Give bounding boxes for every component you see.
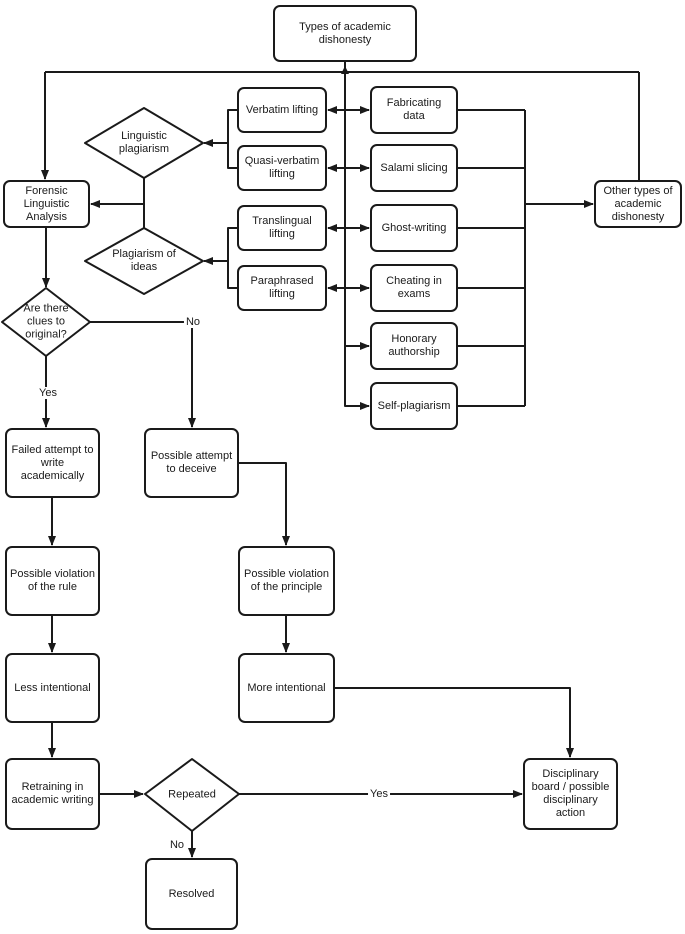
node-paraphrased-lifting: Paraphrased lifting (237, 265, 327, 311)
junction-up-arrow (341, 66, 349, 74)
node-retraining-in-academic-writing: Retraining in academic writing (5, 758, 100, 830)
node-translingual-lifting: Translingual lifting (237, 205, 327, 251)
node-more-intentional: More intentional (238, 653, 335, 723)
node-verbatim-lifting: Verbatim lifting (237, 87, 327, 133)
node-repeated-label: Repeated (168, 788, 216, 801)
diamond-linguistic-plagiarism (84, 107, 204, 179)
node-ghost-writing: Ghost-writing (370, 204, 458, 252)
node-salami-slicing: Salami slicing (370, 144, 458, 192)
edge-label-no-repeated: No (167, 839, 187, 851)
edge-label-yes-repeated: Yes (368, 788, 390, 800)
node-less-intentional: Less intentional (5, 653, 100, 723)
node-failed-attempt-to-write-academically: Failed attempt to write academically (5, 428, 100, 498)
diamond-repeated (144, 758, 240, 832)
node-types-of-academic-dishonesty: Types of academic dishonesty (273, 5, 417, 62)
node-cheating-in-exams: Cheating in exams (370, 264, 458, 312)
diamond-clues-to-original (1, 287, 91, 357)
node-plagiarism-of-ideas-label: Plagiarism of ideas (112, 248, 176, 273)
node-possible-attempt-to-deceive: Possible attempt to deceive (144, 428, 239, 498)
node-self-plagiarism: Self-plagiarism (370, 382, 458, 430)
node-quasi-verbatim-lifting: Quasi-verbatim lifting (237, 145, 327, 191)
node-honorary-authorship: Honorary authorship (370, 322, 458, 370)
node-clues-to-original-label: Are there clues to original? (23, 302, 69, 341)
node-possible-violation-of-the-rule: Possible violation of the rule (5, 546, 100, 616)
diamond-plagiarism-of-ideas (84, 227, 204, 295)
node-forensic-linguistic-analysis: Forensic Linguistic Analysis (3, 180, 90, 228)
node-other-types-of-academic-dishonesty: Other types of academic dishonesty (594, 180, 682, 228)
node-possible-violation-of-the-principle: Possible violation of the principle (238, 546, 335, 616)
edge-label-no-clues: No (183, 316, 203, 328)
node-resolved: Resolved (145, 858, 238, 930)
node-disciplinary-board: Disciplinary board / possible disciplina… (523, 758, 618, 830)
edge-label-yes-clues: Yes (37, 387, 59, 399)
node-fabricating-data: Fabricating data (370, 86, 458, 134)
node-linguistic-plagiarism-label: Linguistic plagiarism (118, 130, 170, 155)
connector-lines (41, 62, 640, 858)
